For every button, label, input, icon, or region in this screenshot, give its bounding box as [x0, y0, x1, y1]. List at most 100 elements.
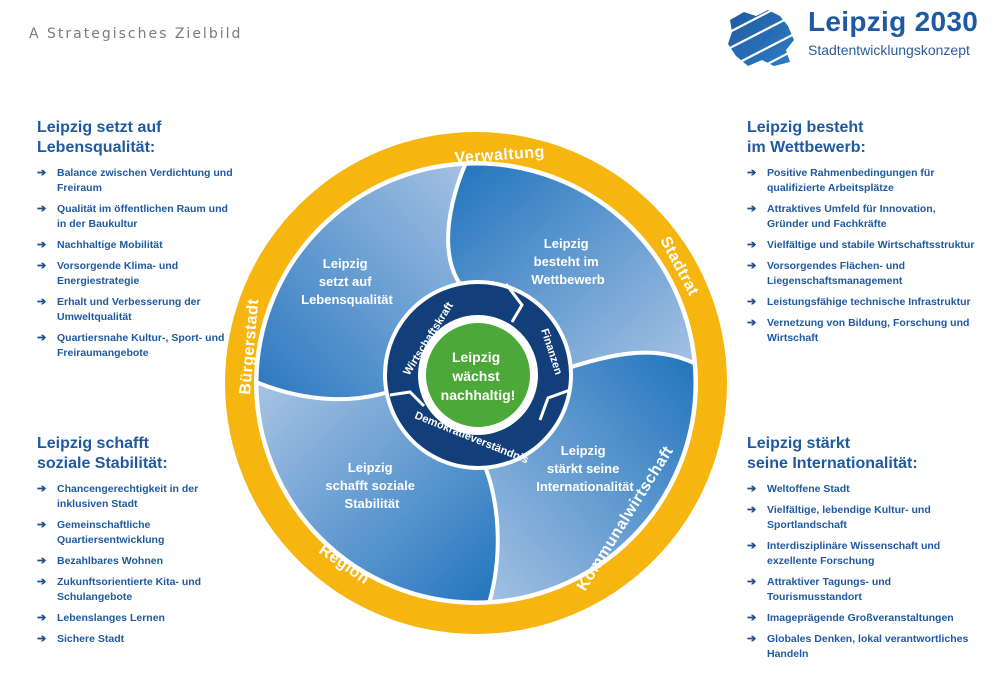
list-item-text: Vorsorgende Klima- und Energiestrategie: [57, 260, 179, 287]
segment-label-line: Internationalität: [536, 479, 634, 494]
list-item: ➔ Vielfältige, lebendige Kultur- und Spor…: [747, 503, 977, 533]
list-item: ➔ Sichere Stadt: [37, 632, 237, 647]
arrow-right-icon: ➔: [37, 167, 47, 179]
list-item: ➔Weltoffene Stadt: [747, 482, 977, 497]
list-item-text: Gemeinschaftliche Quartiersentwicklung: [57, 519, 165, 546]
list-item-text: Vorsorgendes Flächen- und Liegenschaftsm…: [767, 260, 906, 287]
list-item: ➔ Bezahlbares Wohnen: [37, 554, 237, 569]
list-item: ➔Vorsorgende Klima- und Energiestrategie: [37, 259, 237, 289]
center-label: Leipzig wächst nachhaltig!: [441, 349, 516, 403]
list-item-text: Attraktiver Tagungs- und Tourismusstando…: [767, 576, 892, 603]
arrow-right-icon: ➔: [37, 519, 47, 531]
arrow-right-icon: ➔: [37, 633, 47, 645]
list-item-text: Erhalt und Verbesserung der Umweltqualit…: [57, 296, 201, 323]
list-item-text: Vielfältige und stabile Wirtschaftsstruk…: [767, 239, 975, 251]
logo-title: Leipzig 2030: [808, 6, 979, 37]
segment-label-line: setzt auf: [319, 274, 372, 289]
list-item-text: Weltoffene Stadt: [767, 483, 850, 495]
cycle-arrow-separator: [538, 388, 571, 421]
segment-label-line: Leipzig: [544, 236, 589, 251]
segment-label-line: stärkt seine: [547, 461, 619, 476]
list-item-text: Positive Rahmenbedingungen für qualifizi…: [767, 167, 935, 194]
panel-title-line: seine Internationalität:: [747, 455, 918, 472]
center-circle-fill: [426, 323, 530, 427]
segment-label-line: Wettbewerb: [531, 272, 604, 287]
segment-label-line: Leipzig: [561, 443, 606, 458]
arrow-right-icon: ➔: [747, 260, 757, 272]
list-item-text: Leistungsfähige technische Infrastruktur: [767, 296, 971, 308]
panel-soziale-stabilitaet: Leipzig schafft soziale Stabilität: ➔Cha…: [37, 434, 237, 653]
panel-title-line: Leipzig setzt auf: [37, 119, 162, 136]
panel-title: Leipzig besteht im Wettbewerb:: [747, 118, 977, 158]
list-item: ➔Globales Denken, lokal verantwortliches…: [747, 632, 977, 662]
logo-subtitle: Stadtentwicklungskonzept: [808, 42, 970, 58]
list-item: ➔Vielfältige und stabile Wirtschaftsstru…: [747, 238, 977, 253]
list-item: ➔ Nachhaltige Mobilität: [37, 238, 237, 253]
list-item-text: Vielfältige, lebendige Kultur- und Sport…: [767, 504, 931, 531]
list-item-text: Balance zwischen Verdichtung und Freirau…: [57, 167, 233, 194]
panel-title-line: Leipzig besteht: [747, 119, 864, 136]
panel-internationalitaet: Leipzig stärkt seine Internationalität: …: [747, 434, 977, 668]
segment-label-soziale-stabilitaet: Leipzig schafft soziale Stabilität: [325, 460, 418, 511]
list-item-text: Sichere Stadt: [57, 633, 125, 645]
list-item: ➔ Imageprägende Großveranstaltungen: [747, 611, 977, 626]
panel-title-line: soziale Stabilität:: [37, 455, 168, 472]
panel-title-line: Leipzig schafft: [37, 435, 150, 452]
segment-label-line: schafft soziale: [325, 478, 415, 493]
arrow-right-icon: ➔: [747, 296, 757, 308]
list-item: ➔Attraktiver Tagungs- und Tourismusstand…: [747, 575, 977, 605]
list-item: ➔ Gemeinschaftliche Quartiersentwicklung: [37, 518, 237, 548]
segment-label-line: Leipzig: [323, 256, 368, 271]
arrow-right-icon: ➔: [37, 332, 47, 344]
list-item-text: Zukunftsorientierte Kita- und Schulangeb…: [57, 576, 202, 603]
list-item: ➔ Erhalt und Verbesserung der Umweltquali…: [37, 295, 237, 325]
arrow-right-icon: ➔: [37, 239, 47, 251]
arrow-right-icon: ➔: [747, 612, 757, 624]
panel-title: Leipzig stärkt seine Internationalität:: [747, 434, 977, 474]
list-item: ➔ Positive Rahmenbedingungen für qualifiz…: [747, 166, 977, 196]
arrow-right-icon: ➔: [747, 540, 757, 552]
panel-title: Leipzig setzt auf Lebensqualität:: [37, 118, 237, 158]
list-item: ➔ Interdisziplinäre Wissenschaft und exze…: [747, 539, 977, 569]
panel-list: ➔ Positive Rahmenbedingungen für qualifiz…: [747, 166, 977, 346]
arrow-right-icon: ➔: [747, 633, 757, 645]
panel-list: ➔Chancengerechtigkeit in der inklusiven …: [37, 482, 237, 647]
leipzig-map-icon: [722, 6, 802, 70]
list-item-text: Bezahlbares Wohnen: [57, 555, 163, 567]
panel-title-line: Leipzig stärkt: [747, 435, 851, 452]
list-item-text: Imageprägende Großveranstaltungen: [767, 612, 954, 624]
arrow-right-icon: ➔: [747, 317, 757, 329]
list-item: ➔ Leistungsfähige technische Infrastruktu…: [747, 295, 977, 310]
arrow-right-icon: ➔: [37, 555, 47, 567]
cycle-arrow-separator: [504, 283, 524, 323]
logo: Leipzig 2030 Stadtentwicklungskonzept: [722, 6, 992, 70]
list-item: ➔ Balance zwischen Verdichtung und Freira…: [37, 166, 237, 196]
panel-wettbewerb: Leipzig besteht im Wettbewerb: ➔ Positive…: [747, 118, 977, 352]
list-item-text: Attraktives Umfeld für Innovation, Gründ…: [767, 203, 936, 230]
arrow-right-icon: ➔: [37, 296, 47, 308]
list-item: ➔Qualität im öffentlichen Raum und in de…: [37, 202, 237, 232]
segment-label-line: Stabilität: [345, 496, 401, 511]
panel-title: Leipzig schafft soziale Stabilität:: [37, 434, 237, 474]
segment-label-lebensqualitaet: Leipzig setzt auf Lebensqualität: [301, 256, 393, 307]
list-item: ➔ Attraktives Umfeld für Innovation, Grün…: [747, 202, 977, 232]
panel-list: ➔Weltoffene Stadt ➔Vielfältige, lebendig…: [747, 482, 977, 662]
list-item-text: Nachhaltige Mobilität: [57, 239, 163, 251]
arrow-right-icon: ➔: [747, 504, 757, 516]
segment-label-line: besteht im: [534, 254, 599, 269]
segment-label-line: Lebensqualität: [301, 292, 393, 307]
page-label: A Strategisches Zielbild: [29, 26, 243, 42]
panel-title-line: im Wettbewerb:: [747, 139, 866, 156]
list-item: ➔Lebenslanges Lernen: [37, 611, 237, 626]
panel-list: ➔ Balance zwischen Verdichtung und Freira…: [37, 166, 237, 361]
segments-border: [255, 162, 697, 604]
segment-label-wettbewerb: Leipzig besteht im Wettbewerb: [531, 236, 604, 287]
arrow-right-icon: ➔: [37, 612, 47, 624]
arrow-right-icon: ➔: [747, 167, 757, 179]
list-item-text: Qualität im öffentlichen Raum und in der…: [57, 203, 228, 230]
arrow-right-icon: ➔: [747, 203, 757, 215]
list-item: ➔Chancengerechtigkeit in der inklusiven …: [37, 482, 237, 512]
list-item-text: Interdisziplinäre Wissenschaft und exzel…: [767, 540, 941, 567]
cycle-arrow-separator: [389, 390, 426, 408]
